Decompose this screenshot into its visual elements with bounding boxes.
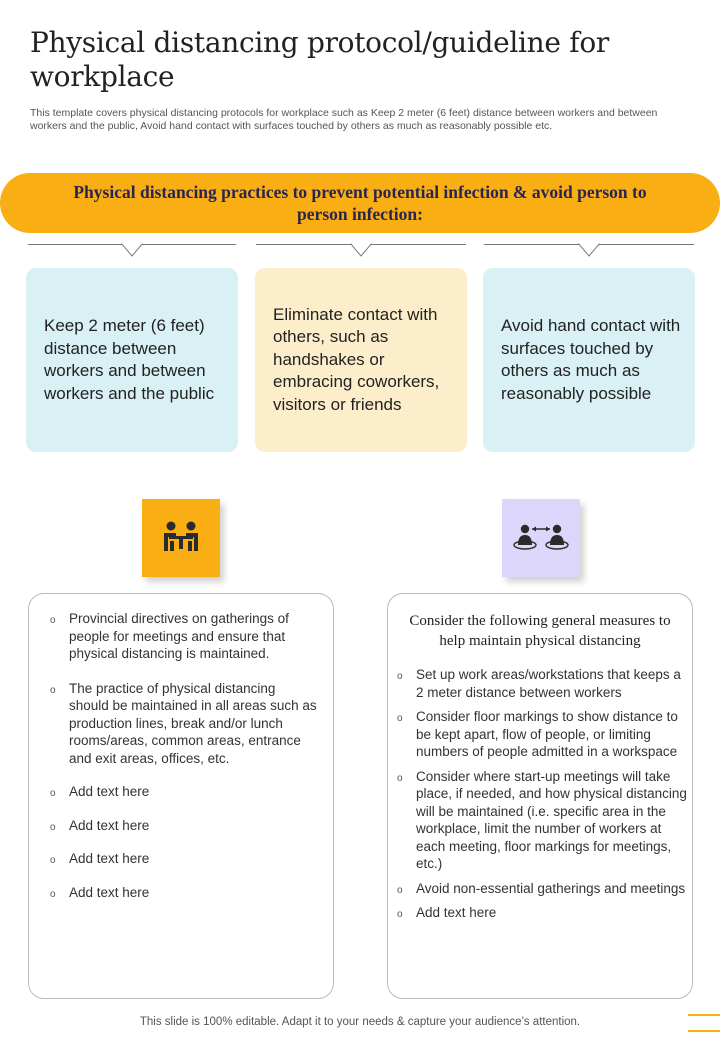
bullet-marker: o <box>50 888 56 900</box>
page-title: Physical distancing protocol/guideline f… <box>30 26 609 93</box>
banner: Physical distancing practices to prevent… <box>0 173 720 233</box>
bullet-marker: o <box>50 855 56 866</box>
card-text: Avoid hand contact with surfaces touched… <box>501 316 681 403</box>
bullet-marker: o <box>397 772 403 784</box>
bullet-marker: o <box>397 713 403 724</box>
card-text: Eliminate contact with others, such as h… <box>273 304 440 414</box>
bullet-marker: o <box>397 884 403 896</box>
right-panel: Consider the following general measures … <box>387 593 693 999</box>
distance-icon-box <box>502 499 580 577</box>
bullet-marker: o <box>397 671 403 682</box>
decor-line <box>688 1014 720 1016</box>
bullet-marker: o <box>50 788 56 799</box>
intro-text: This template covers physical distancing… <box>30 107 658 132</box>
meeting-icon-box <box>142 499 220 577</box>
bullet-marker: o <box>50 821 56 833</box>
card-avoid-hand-contact: Avoid hand contact with surfaces touched… <box>483 268 695 452</box>
banner-text: Physical distancing practices to prevent… <box>73 182 647 224</box>
bullet-marker: o <box>50 615 56 626</box>
bullet-marker: o <box>397 909 403 920</box>
card-text: Keep 2 meter (6 feet) distance between w… <box>44 316 215 403</box>
card-eliminate-contact: Eliminate contact with others, such as h… <box>255 268 467 452</box>
card-keep-distance: Keep 2 meter (6 feet) distance between w… <box>26 268 238 452</box>
distance-between-people-icon <box>513 521 569 556</box>
meeting-table-icon <box>161 519 201 558</box>
decor-line <box>688 1030 720 1032</box>
right-panel-heading: Consider the following general measures … <box>409 613 671 649</box>
footer-note: This slide is 100% editable. Adapt it to… <box>139 1016 581 1028</box>
bullet-marker: o <box>50 684 56 696</box>
